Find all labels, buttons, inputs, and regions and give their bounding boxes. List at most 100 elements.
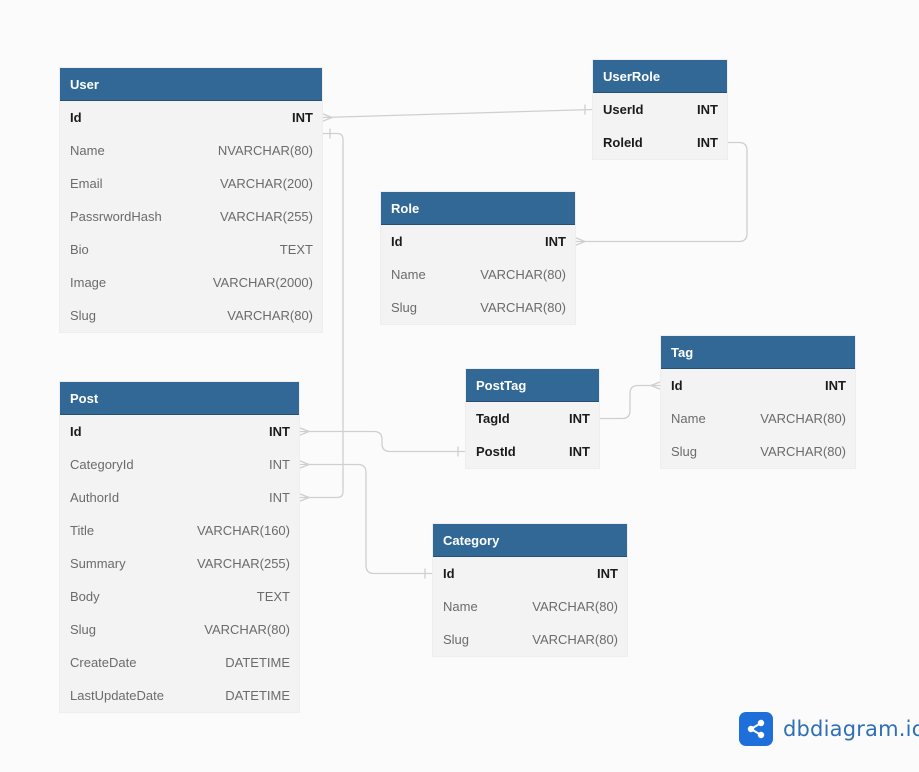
table-header[interactable]: Category [433, 524, 627, 557]
field-row[interactable]: LastUpdateDate DATETIME [60, 679, 299, 712]
field-type: VARCHAR(2000) [212, 275, 313, 290]
field-type: VARCHAR(80) [760, 411, 846, 426]
table-header[interactable]: Tag [661, 336, 855, 369]
field-row[interactable]: CategoryId INT [60, 448, 299, 481]
field-name: CategoryId [70, 457, 134, 472]
field-row[interactable]: AuthorId INT [60, 481, 299, 514]
field-name: Title [70, 523, 95, 538]
field-row[interactable]: Slug VARCHAR(80) [381, 291, 575, 324]
field-type: VARCHAR(80) [480, 267, 566, 282]
field-name: LastUpdateDate [70, 688, 164, 703]
brand-logo[interactable]: dbdiagram.io [739, 712, 919, 746]
table-header[interactable]: UserRole [593, 60, 727, 93]
field-type: INT [597, 566, 618, 581]
field-name: Name [443, 599, 478, 614]
field-row[interactable]: Bio TEXT [60, 233, 322, 266]
field-type: VARCHAR(80) [532, 632, 618, 647]
many-marker [298, 426, 311, 437]
field-name: Id [443, 566, 455, 581]
field-name: Image [70, 275, 107, 290]
field-row[interactable]: Id INT [433, 557, 627, 590]
relationship-line[interactable] [599, 384, 661, 420]
many-marker [298, 459, 311, 470]
field-type: INT [292, 110, 313, 125]
many-marker [574, 236, 587, 247]
field-row[interactable]: Summary VARCHAR(255) [60, 547, 299, 580]
table-header[interactable]: Role [381, 192, 575, 225]
field-type: DATETIME [225, 655, 290, 670]
field-name: PassrwordHash [70, 209, 162, 224]
field-type: NVARCHAR(80) [217, 143, 313, 158]
field-type: VARCHAR(80) [532, 599, 618, 614]
field-name: Bio [70, 242, 89, 257]
field-type: VARCHAR(80) [480, 300, 566, 315]
field-type: INT [269, 457, 290, 472]
field-name: Slug [391, 300, 418, 315]
field-name: Summary [70, 556, 126, 571]
field-name: Id [70, 110, 82, 125]
field-type: INT [569, 411, 590, 426]
field-name: Id [671, 378, 683, 393]
field-type: TEXT [279, 242, 313, 257]
field-row[interactable]: Slug VARCHAR(80) [661, 435, 855, 468]
relationship-line[interactable] [321, 108, 594, 119]
field-type: VARCHAR(160) [197, 523, 290, 538]
field-name: Slug [671, 444, 698, 459]
field-type: VARCHAR(80) [760, 444, 846, 459]
many-marker [321, 112, 334, 123]
field-type: INT [545, 234, 566, 249]
field-type: DATETIME [225, 688, 290, 703]
field-row[interactable]: Id INT [661, 369, 855, 402]
field-name: Slug [443, 632, 470, 647]
field-type: VARCHAR(80) [227, 308, 313, 323]
field-name: Slug [70, 308, 97, 323]
many-marker [649, 380, 662, 391]
field-row[interactable]: Name VARCHAR(80) [433, 590, 627, 623]
field-name: Slug [70, 622, 97, 637]
relationship-line[interactable] [299, 132, 344, 499]
field-type: INT [269, 490, 290, 505]
relationship-line[interactable] [299, 430, 466, 453]
field-row[interactable]: Image VARCHAR(2000) [60, 266, 322, 299]
relationship-line[interactable] [575, 141, 748, 243]
field-type: INT [697, 102, 718, 117]
field-row[interactable]: Id INT [60, 101, 322, 134]
field-row[interactable]: Title VARCHAR(160) [60, 514, 299, 547]
field-type: VARCHAR(200) [220, 176, 313, 191]
field-row[interactable]: Slug VARCHAR(80) [60, 299, 322, 332]
field-name: Id [70, 424, 82, 439]
relationship-line[interactable] [299, 463, 433, 575]
table-header[interactable]: Post [60, 382, 299, 415]
field-name: UserId [603, 102, 644, 117]
field-type: VARCHAR(255) [197, 556, 290, 571]
field-row[interactable]: UserId INT [593, 93, 727, 126]
brand-name: dbdiagram.io [783, 717, 919, 741]
table-header[interactable]: PostTag [466, 369, 599, 402]
field-type: INT [825, 378, 846, 393]
field-row[interactable]: Slug VARCHAR(80) [433, 623, 627, 656]
table-header[interactable]: User [60, 68, 322, 101]
many-marker [298, 492, 311, 503]
field-name: AuthorId [70, 490, 120, 505]
